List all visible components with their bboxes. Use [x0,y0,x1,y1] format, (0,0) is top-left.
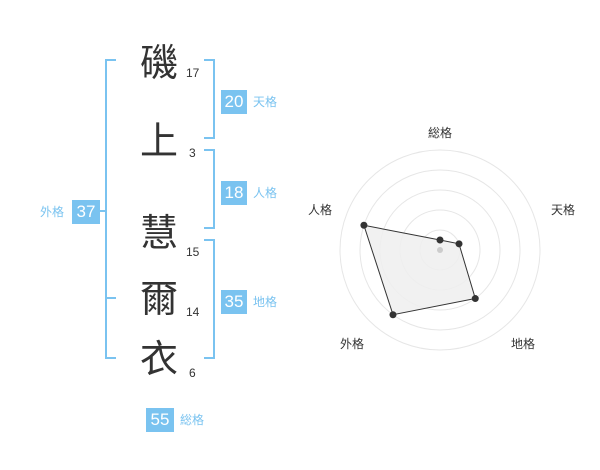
radar-axis-label-jinkaku: 人格 [308,203,333,217]
name-char-1: 磯 [140,41,179,85]
name-char-5: 衣 [140,337,179,381]
gaikaku-bracket [105,59,116,359]
radar-point [455,240,463,248]
tenkaku-value: 20 [221,90,247,114]
gaikaku-label: 外格 [40,205,65,219]
radar-point [471,295,479,303]
chikaku-value: 35 [221,290,247,314]
gaikaku-value: 37 [72,200,100,224]
stroke-count-5: 6 [189,366,196,380]
jinkaku-value: 18 [221,181,247,205]
stroke-count-3: 15 [186,245,200,259]
tenkaku-label: 天格 [253,95,278,109]
radar-points [360,221,479,319]
radar-point [360,221,368,229]
name-char-2: 上 [140,119,179,163]
radar-point [389,311,397,319]
name-char-4: 爾 [140,277,179,321]
radar-center-dot [437,247,443,253]
radar-axis-label-chikaku: 地格 [511,337,536,351]
soukaku-value: 55 [146,408,174,432]
stroke-count-1: 17 [186,66,200,80]
radar-axis-label-gaikaku: 外格 [340,337,365,351]
jinkaku-label: 人格 [253,186,278,200]
stroke-count-4: 14 [186,305,200,319]
radar-axis-label-tenkaku: 天格 [551,203,576,217]
radar-shape [363,224,476,316]
radar-point [436,236,444,244]
soukaku-label: 総格 [180,413,205,427]
radar-ring [359,169,521,331]
radar-ring [339,149,541,351]
jinkaku-bracket [204,149,215,229]
stroke-count-2: 3 [189,146,196,160]
chikaku-label: 地格 [253,295,278,309]
chikaku-bracket [204,239,215,359]
tenkaku-bracket [204,59,215,139]
radar-axis-label-soukaku: 総格 [428,126,453,140]
name-char-3: 慧 [140,211,179,255]
